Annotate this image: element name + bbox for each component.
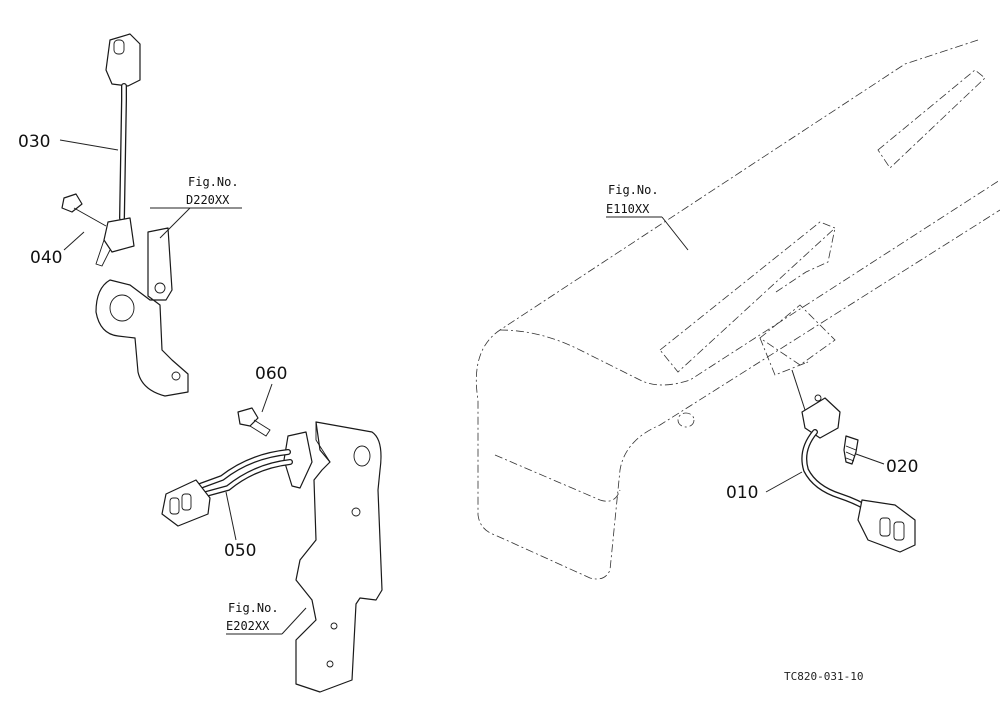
leader-d220 xyxy=(159,207,191,239)
part-030-switch-harness xyxy=(95,33,141,267)
callout-020: 020 xyxy=(886,457,918,477)
fig-ref-d220-number: D220XX xyxy=(186,193,230,207)
bracket-e202-reference xyxy=(295,421,383,693)
leader-lines xyxy=(59,139,885,635)
fig-ref-d220-label: Fig.No. xyxy=(188,175,239,189)
leader-e110 xyxy=(661,216,689,251)
frame-reference-part xyxy=(475,39,1000,580)
leader-060 xyxy=(261,383,273,413)
bracket-d220-reference xyxy=(95,227,189,397)
leader-e202 xyxy=(281,607,307,635)
part-050-switch-harness xyxy=(161,431,313,527)
callout-050: 050 xyxy=(224,541,256,561)
fig-ref-e110-number: E110XX xyxy=(606,202,650,216)
part-010-switch-harness xyxy=(791,369,916,553)
part-060-screw xyxy=(237,407,271,437)
leader-020 xyxy=(855,453,885,465)
part-040-screw xyxy=(61,193,107,227)
fig-ref-e202-label: Fig.No. xyxy=(228,601,279,615)
leader-040 xyxy=(63,231,85,251)
callout-060: 060 xyxy=(255,364,287,384)
callout-010: 010 xyxy=(726,483,758,503)
drawing-code: TC820-031-10 xyxy=(784,670,863,683)
fig-ref-e110-label: Fig.No. xyxy=(608,183,659,197)
part-020-screw xyxy=(843,435,859,465)
callout-030: 030 xyxy=(18,132,50,152)
leader-010 xyxy=(765,471,803,493)
leader-050 xyxy=(225,491,237,541)
leader-030 xyxy=(59,139,119,151)
callout-040: 040 xyxy=(30,248,62,268)
fig-ref-e202-number: E202XX xyxy=(226,619,270,633)
